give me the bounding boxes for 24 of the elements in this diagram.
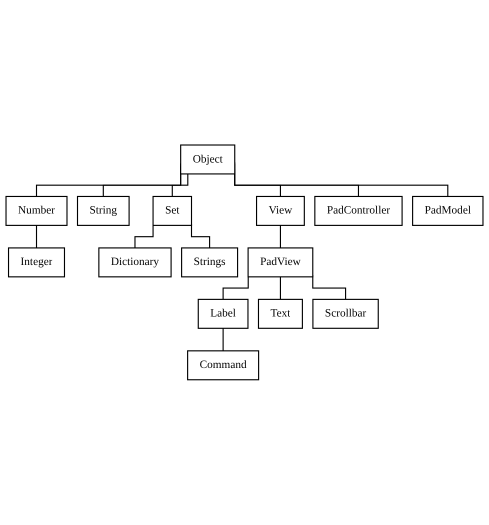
node-box: Scrollbar bbox=[312, 298, 379, 329]
node-box: PadModel bbox=[412, 196, 484, 226]
node-box: Number bbox=[5, 196, 68, 226]
node-box: PadView bbox=[248, 247, 314, 278]
connector bbox=[36, 226, 38, 249]
connector bbox=[280, 276, 281, 300]
connector bbox=[222, 276, 249, 300]
node-box: Text bbox=[258, 298, 303, 329]
connector bbox=[172, 174, 188, 198]
node-box: Integer bbox=[8, 247, 66, 278]
connector bbox=[280, 226, 281, 249]
node-box: Strings bbox=[181, 247, 238, 278]
node-box: Set bbox=[152, 196, 192, 226]
node-box: Label bbox=[198, 298, 249, 329]
node-box: PadController bbox=[314, 196, 403, 226]
node-box: Object bbox=[180, 144, 236, 175]
node-box: View bbox=[256, 196, 305, 226]
node-box: Command bbox=[187, 350, 260, 380]
node-box: Dictionary bbox=[98, 247, 172, 278]
connector bbox=[190, 224, 210, 249]
connector bbox=[312, 275, 346, 300]
connector bbox=[222, 328, 224, 352]
node-box: String bbox=[76, 196, 130, 226]
connector bbox=[134, 224, 154, 249]
